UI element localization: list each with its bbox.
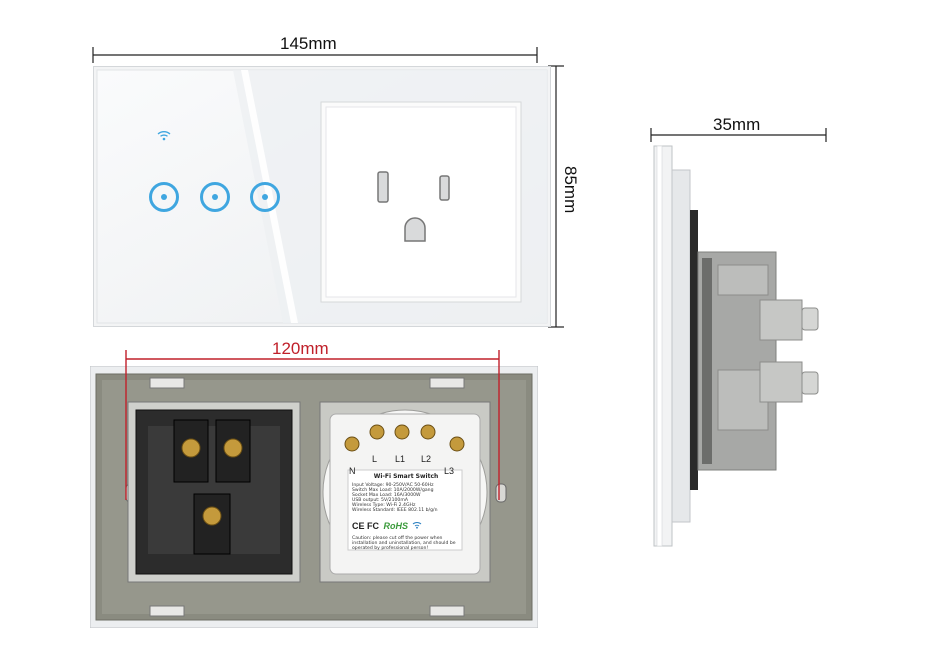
- cert-marks: CE FC: [352, 521, 379, 531]
- touch-key-2[interactable]: [200, 182, 230, 212]
- depth-label: 35mm: [713, 115, 761, 134]
- module-spec-3: Socket Max Load: 16A/3000W: [352, 493, 421, 498]
- back-view: N L L1 L2 L3 Wi-Fi Smart Switch Input Vo…: [89, 365, 539, 629]
- front-panel-graphic: [93, 66, 551, 327]
- caution-line-3: operated by professional person!: [352, 546, 429, 551]
- terminal-label-l: L: [372, 454, 378, 464]
- back-plate-graphic: [89, 365, 539, 629]
- module-spec-2: Switch Max Load: 10A/2000W/gang: [352, 488, 434, 493]
- module-spec-1: Input Voltage: 90-250V/AC 50-60Hz: [352, 483, 434, 488]
- height-label: 85mm: [561, 166, 580, 214]
- width-label: 145mm: [280, 34, 337, 53]
- touch-key-3[interactable]: [250, 182, 280, 212]
- touch-key-1[interactable]: [149, 182, 179, 212]
- terminal-label-l1: L1: [395, 454, 406, 464]
- terminal-label-l3: L3: [444, 466, 455, 476]
- wifi-icon: [157, 131, 171, 141]
- terminal-label-n: N: [349, 466, 356, 476]
- caution-line-2: installation and uninstallation, and sho…: [352, 541, 456, 546]
- terminal-label-l2: L2: [421, 454, 432, 464]
- wifi-logo-icon: [413, 521, 422, 529]
- module-spec-5: Wireless Type: Wi-Fi 2.4GHz: [352, 503, 416, 508]
- module-spec-4: USB output: 5V/2100mA: [352, 498, 408, 503]
- rohs-mark: RoHS: [383, 521, 408, 531]
- module-label-title: Wi-Fi Smart Switch: [373, 473, 439, 480]
- module-label: Wi-Fi Smart Switch Input Voltage: 90-250…: [352, 473, 460, 551]
- side-view: [653, 145, 819, 547]
- module-spec-6: Wireless Standard: IEEE 802.11 b/g/n: [352, 508, 438, 513]
- caution-line-1: Caution: please cut off the power when: [352, 536, 443, 541]
- mounting-label: 120mm: [272, 339, 329, 358]
- front-panel: [93, 66, 551, 327]
